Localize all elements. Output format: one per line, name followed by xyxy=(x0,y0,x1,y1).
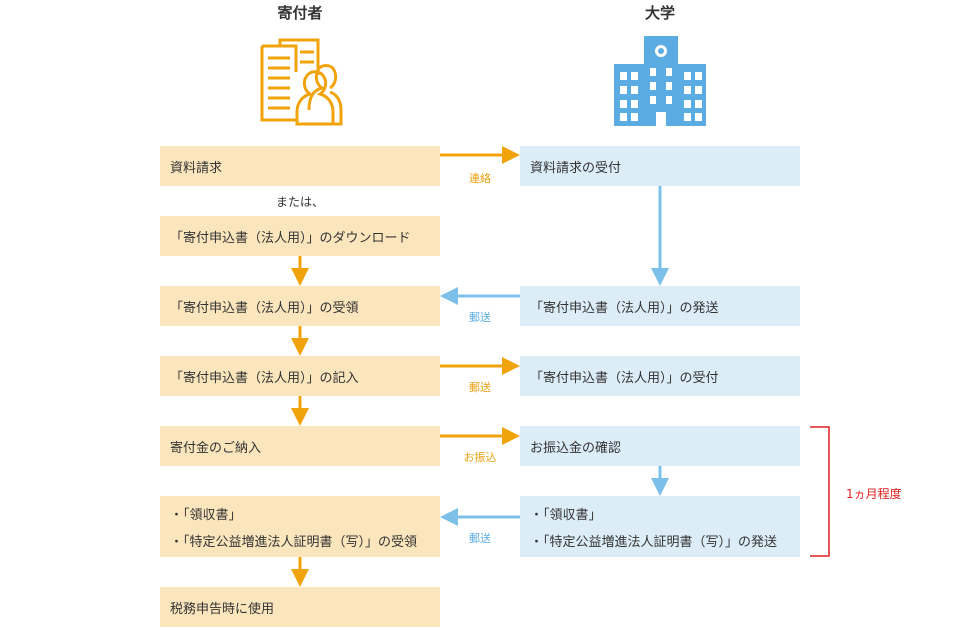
period-bracket xyxy=(810,426,830,557)
donor-column-title: 寄付者 xyxy=(277,4,323,22)
step-download-label: 「寄付申込書（法人用）」のダウンロード xyxy=(170,230,411,246)
step-receive-receipt: ・「領収書」 ・「特定公益増進法人証明書（写）」の受領 xyxy=(160,496,440,557)
step-payment-check-label: お振込金の確認 xyxy=(530,440,622,456)
step-payment: 寄付金のご納入 xyxy=(160,426,440,466)
university-building-icon xyxy=(614,36,706,126)
step-tax-use: 税務申告時に使用 xyxy=(160,587,440,627)
step-send-form: 「寄付申込書（法人用）」の発送 xyxy=(520,286,800,326)
step-request: 資料請求 xyxy=(160,146,440,186)
receipt-line-2: ・「特定公益増進法人証明書（写）」の受領 xyxy=(170,534,418,550)
step-request-accept: 資料請求の受付 xyxy=(520,146,800,186)
send-line-2: ・「特定公益増進法人証明書（写）」の発送 xyxy=(530,534,778,550)
office-building-people-icon xyxy=(260,38,343,126)
or-text: または、 xyxy=(275,195,324,209)
connector-transfer-label: お振込 xyxy=(463,451,497,464)
university-column-title: 大学 xyxy=(644,4,675,22)
step-send-form-label: 「寄付申込書（法人用）」の発送 xyxy=(530,300,719,316)
step-send-receipt: ・「領収書」 ・「特定公益増進法人証明書（写）」の発送 xyxy=(520,496,800,557)
step-form-accept: 「寄付申込書（法人用）」の受付 xyxy=(520,356,800,396)
step-payment-check: お振込金の確認 xyxy=(520,426,800,466)
period-label: 1ヵ月程度 xyxy=(846,487,902,501)
step-form-accept-label: 「寄付申込書（法人用）」の受付 xyxy=(530,370,719,386)
step-payment-label: 寄付金のご納入 xyxy=(170,440,262,456)
connector-mail-1-label: 郵送 xyxy=(469,311,491,324)
connector-mail-3-label: 郵送 xyxy=(469,532,491,545)
step-fill-form-label: 「寄付申込書（法人用）」の記入 xyxy=(170,370,359,386)
receipt-line-1: ・「領収書」 xyxy=(170,507,242,523)
send-line-1: ・「領収書」 xyxy=(530,507,602,523)
step-request-accept-label: 資料請求の受付 xyxy=(530,160,622,176)
step-receive-form: 「寄付申込書（法人用）」の受領 xyxy=(160,286,440,326)
step-fill-form: 「寄付申込書（法人用）」の記入 xyxy=(160,356,440,396)
step-receive-form-label: 「寄付申込書（法人用）」の受領 xyxy=(170,300,359,316)
connector-mail-2-label: 郵送 xyxy=(469,381,491,394)
step-download: 「寄付申込書（法人用）」のダウンロード xyxy=(160,216,440,256)
step-tax-use-label: 税務申告時に使用 xyxy=(170,601,275,617)
step-request-label: 資料請求 xyxy=(170,160,223,176)
connector-contact-label: 連絡 xyxy=(469,172,491,185)
